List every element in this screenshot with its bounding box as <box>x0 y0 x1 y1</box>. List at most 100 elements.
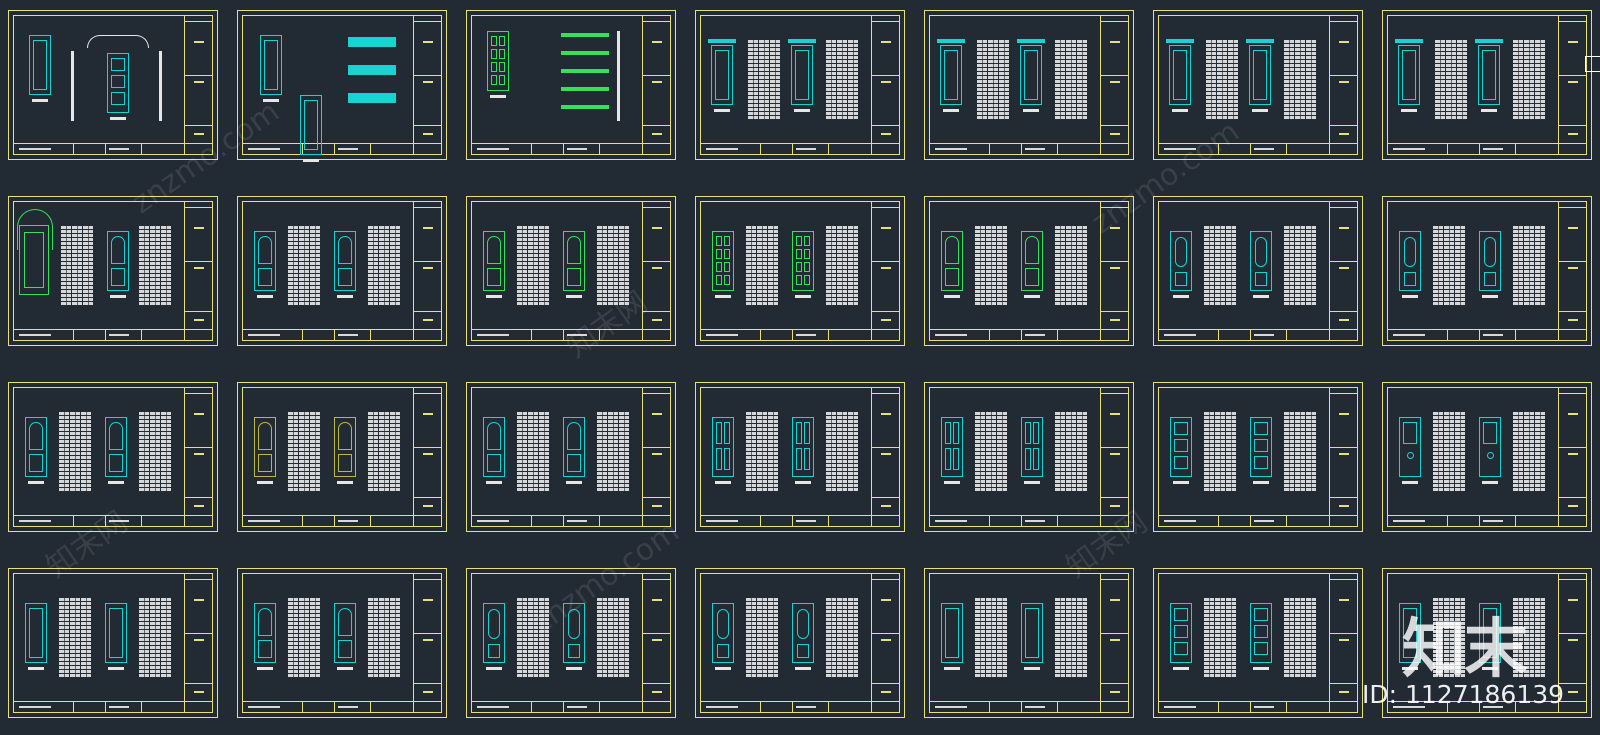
spec-table <box>1055 597 1087 677</box>
strip-text <box>1025 706 1045 708</box>
door-base-label <box>795 667 811 670</box>
title-block-mark <box>652 319 662 321</box>
drawing-sheet[interactable] <box>1382 568 1592 718</box>
title-block-line <box>872 579 900 580</box>
door-base-label <box>566 481 582 484</box>
door-elevation <box>1479 603 1501 663</box>
strip-divider <box>1479 702 1480 713</box>
drawing-sheet[interactable] <box>466 10 676 160</box>
drawing-sheet[interactable] <box>695 568 905 718</box>
strip-divider <box>563 702 564 713</box>
strip-divider <box>141 330 142 341</box>
title-block <box>184 15 213 155</box>
door-base-label <box>1024 295 1040 298</box>
spec-table <box>597 225 629 305</box>
drawing-sheet[interactable] <box>695 10 905 160</box>
drawing-sheet[interactable] <box>924 568 1134 718</box>
drawing-sheet[interactable] <box>237 382 447 532</box>
door-panel <box>491 36 497 46</box>
title-block-line <box>643 683 671 684</box>
spec-table <box>826 225 858 305</box>
title-block-mark <box>194 133 204 135</box>
drawing-sheet[interactable] <box>466 382 676 532</box>
title-block-line <box>185 329 213 330</box>
drawing-sheet[interactable] <box>237 196 447 346</box>
door-panel <box>109 454 123 472</box>
title-block-mark <box>1568 319 1578 321</box>
sheet-border <box>1158 387 1358 527</box>
strip-text <box>248 334 280 336</box>
door-elevation <box>260 35 282 95</box>
drawing-sheet[interactable] <box>695 196 905 346</box>
section-profile <box>348 93 396 103</box>
title-block-line <box>185 515 213 516</box>
sheet-border <box>1158 15 1358 155</box>
title-block <box>1558 15 1587 155</box>
strip-text <box>109 706 129 708</box>
title-block <box>413 573 442 713</box>
door-panel <box>717 644 729 658</box>
door-panel <box>487 422 501 450</box>
door-base-label <box>944 481 960 484</box>
drawing-sheet[interactable] <box>1153 382 1363 532</box>
drawing-sheet[interactable] <box>8 568 218 718</box>
title-block-line <box>1559 143 1587 144</box>
drawing-sheet[interactable] <box>8 382 218 532</box>
door-panel <box>491 75 497 85</box>
door-elevation <box>1021 231 1043 291</box>
drawing-sheet[interactable] <box>1382 382 1592 532</box>
title-block-line <box>1330 683 1358 684</box>
strip-divider <box>1057 144 1058 155</box>
drawing-sheet[interactable] <box>1153 568 1363 718</box>
strip-divider <box>73 330 74 341</box>
spec-table <box>1513 411 1545 491</box>
door-panel <box>111 268 125 286</box>
drawing-sheet[interactable] <box>466 568 676 718</box>
title-block-line <box>643 207 671 208</box>
door-header <box>1166 39 1194 43</box>
door-panel <box>796 262 802 272</box>
title-block-line <box>1559 311 1587 312</box>
title-block-line <box>414 125 442 126</box>
drawing-sheet[interactable] <box>1153 10 1363 160</box>
title-block-line <box>872 633 900 634</box>
door-elevation <box>1169 45 1191 105</box>
title-block-mark <box>1110 133 1120 135</box>
door-panel <box>716 422 722 444</box>
door-elevation <box>940 45 962 105</box>
drawing-sheet[interactable] <box>1382 196 1592 346</box>
drawing-sheet[interactable] <box>1382 10 1592 160</box>
title-block-line <box>1101 497 1129 498</box>
drawing-sheet[interactable] <box>8 10 218 160</box>
title-block-line <box>872 329 900 330</box>
drawing-sheet[interactable] <box>924 382 1134 532</box>
drawing-sheet[interactable] <box>924 10 1134 160</box>
door-panel <box>258 236 272 264</box>
spec-table <box>1513 39 1545 119</box>
sheet-border <box>1387 387 1587 527</box>
strip-text <box>338 706 358 708</box>
strip-divider <box>73 516 74 527</box>
drawing-sheet[interactable] <box>924 196 1134 346</box>
drawing-sheet[interactable] <box>8 196 218 346</box>
drawing-sheet[interactable] <box>466 196 676 346</box>
spec-table <box>826 39 858 119</box>
door-panel <box>111 75 125 88</box>
strip-text <box>706 334 738 336</box>
door-panel <box>338 608 352 636</box>
door-panel <box>1254 456 1268 469</box>
strip-text <box>1164 148 1196 150</box>
title-block-mark <box>881 81 891 83</box>
door-elevation <box>1250 231 1272 291</box>
strip-divider <box>792 516 793 527</box>
strip-divider <box>531 702 532 713</box>
door-panel <box>1255 272 1267 286</box>
drawing-sheet[interactable] <box>695 382 905 532</box>
drawing-sheet[interactable] <box>1153 196 1363 346</box>
door-elevation <box>1170 603 1192 663</box>
door-panel <box>796 275 802 285</box>
drawing-sheet[interactable] <box>237 10 447 162</box>
drawing-sheet[interactable] <box>237 568 447 718</box>
title-block-line <box>1101 75 1129 76</box>
